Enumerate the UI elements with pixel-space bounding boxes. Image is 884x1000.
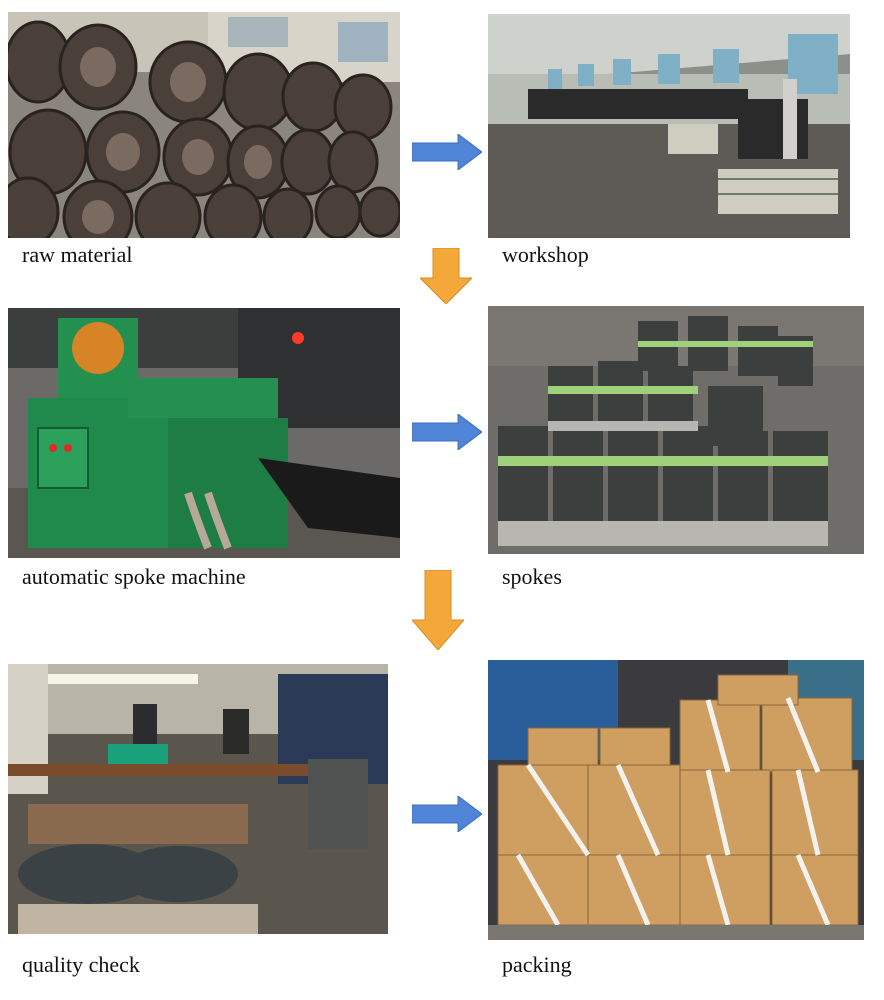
arrow-down-icon <box>420 248 472 304</box>
spokes-photo <box>488 306 864 554</box>
workshop-photo <box>488 14 850 238</box>
arrow-right-icon <box>412 796 482 832</box>
caption-spoke-machine: automatic spoke machine <box>22 564 246 589</box>
arrow-right-icon <box>412 414 482 450</box>
caption-quality-check: quality check <box>22 952 140 977</box>
caption-workshop: workshop <box>502 242 589 267</box>
caption-spokes: spokes <box>502 564 562 589</box>
spoke-machine-photo <box>8 308 400 558</box>
caption-packing: packing <box>502 952 572 977</box>
arrow-down-icon <box>412 570 464 650</box>
caption-raw-material: raw material <box>22 242 133 267</box>
quality-check-photo <box>8 664 388 934</box>
arrow-right-icon <box>412 134 482 170</box>
packing-photo <box>488 660 864 940</box>
raw-material-photo <box>8 12 400 238</box>
